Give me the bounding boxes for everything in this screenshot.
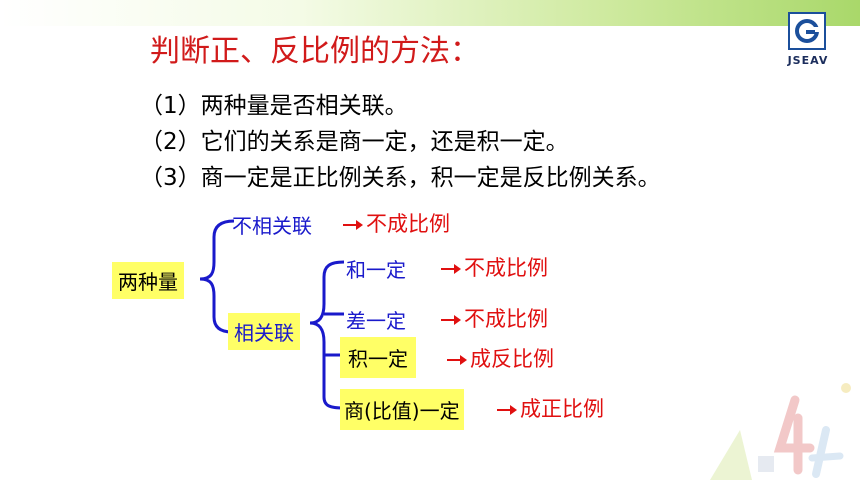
branch-related: 相关联 bbox=[228, 313, 300, 350]
tree-root-node: 两种量 bbox=[112, 262, 184, 299]
rule-1: （1）两种量是否相关联。 bbox=[140, 93, 408, 119]
node-product-constant: 积一定 bbox=[340, 337, 416, 378]
arrow-right-icon bbox=[343, 220, 363, 230]
result-quotient-label: 成正比例 bbox=[520, 397, 604, 421]
logo-text: JSEAV bbox=[787, 54, 829, 67]
node-difference-constant: 差一定 bbox=[346, 309, 406, 333]
top-decorative-band bbox=[0, 0, 860, 26]
result-quotient: 成正比例 bbox=[496, 393, 604, 423]
page-title: 判断正、反比例的方法： bbox=[150, 34, 480, 69]
rule-2: （2）它们的关系是商一定，还是积一定。 bbox=[140, 129, 569, 155]
arrow-right-icon bbox=[441, 315, 461, 325]
rule-3: （3）商一定是正比例关系，积一定是反比例关系。 bbox=[140, 165, 661, 191]
arrow-right-icon bbox=[441, 264, 461, 274]
arrow-right-icon bbox=[447, 355, 467, 365]
result-sum-label: 不成比例 bbox=[464, 256, 548, 280]
result-difference-label: 不成比例 bbox=[464, 307, 548, 331]
result-unrelated-label: 不成比例 bbox=[366, 212, 450, 236]
node-sum-constant: 和一定 bbox=[346, 258, 406, 282]
branch-unrelated: 不相关联 bbox=[232, 214, 312, 238]
arrow-right-icon bbox=[497, 405, 517, 415]
result-product: 成反比例 bbox=[446, 343, 554, 373]
result-difference: 不成比例 bbox=[440, 303, 548, 333]
node-quotient-constant: 商(比值)一定 bbox=[340, 389, 464, 430]
result-unrelated: 不成比例 bbox=[342, 208, 450, 238]
logo: JSEAV bbox=[782, 12, 834, 74]
decorative-math-shapes bbox=[710, 383, 851, 480]
result-product-label: 成反比例 bbox=[470, 347, 554, 371]
jseav-logo-icon bbox=[788, 12, 826, 50]
result-sum: 不成比例 bbox=[440, 252, 548, 282]
